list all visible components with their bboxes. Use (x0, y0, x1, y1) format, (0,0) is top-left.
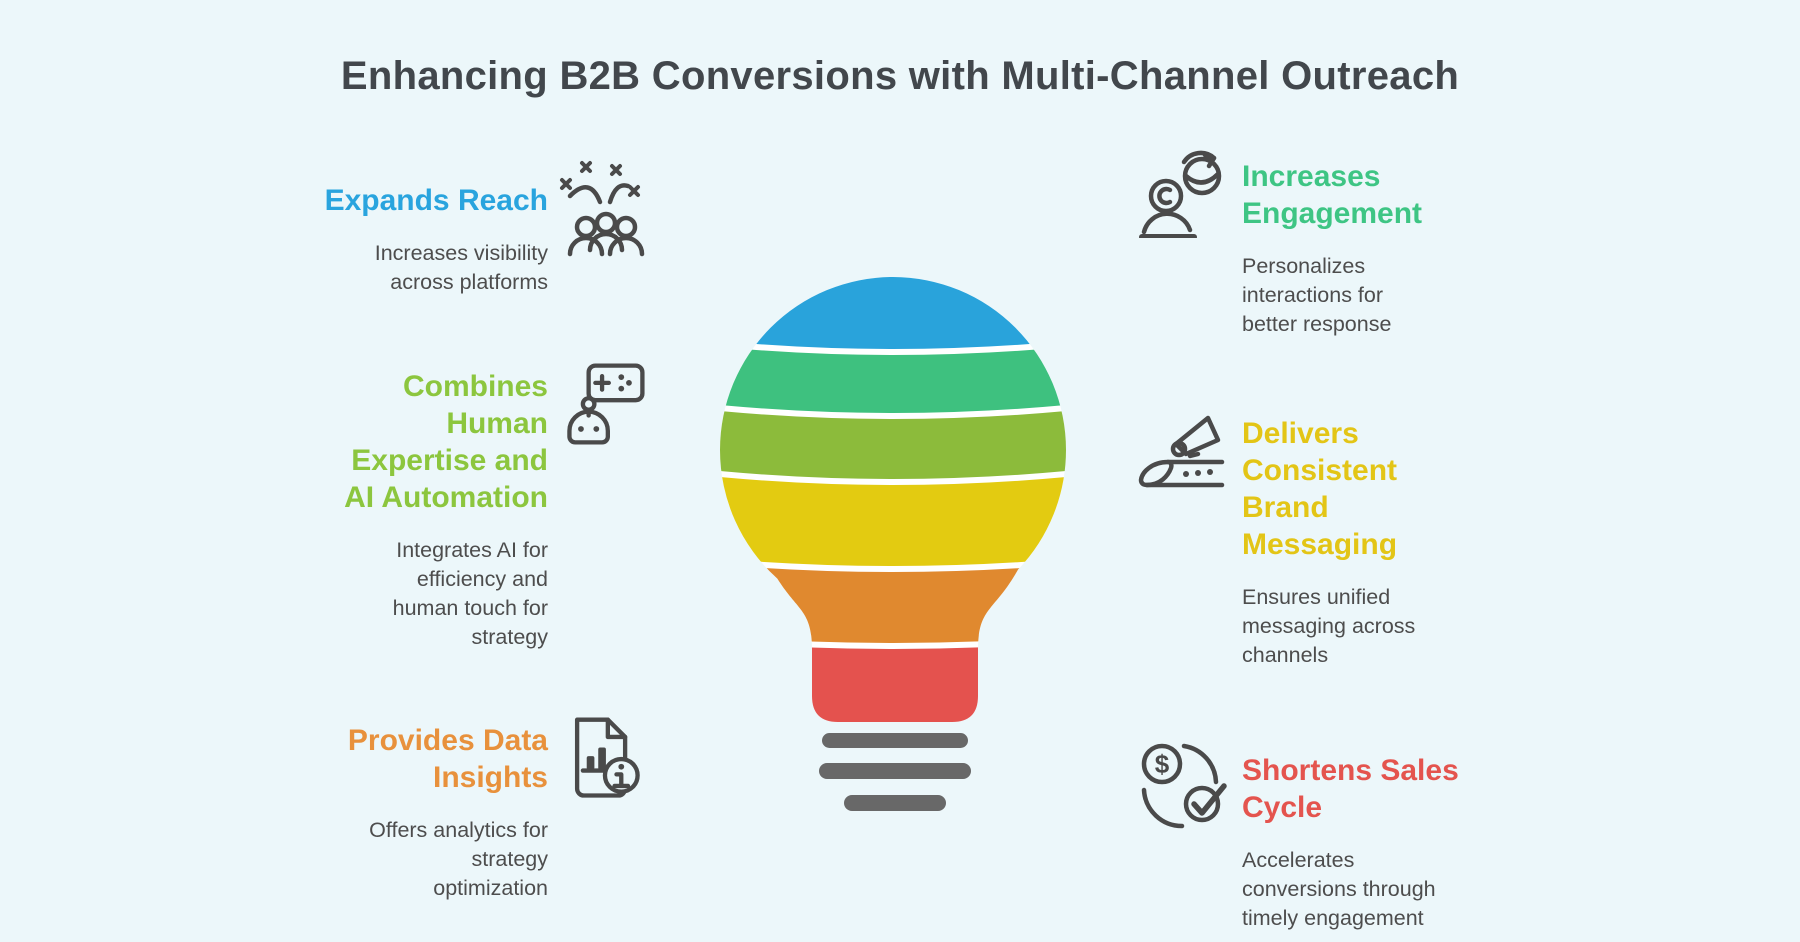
section-heading: Provides Data Insights (347, 724, 548, 794)
bulb-band-yellow (720, 474, 1066, 566)
bulb-band-blue (720, 277, 1066, 349)
people-confetti-icon (556, 158, 656, 263)
section-description: Personalizes interactions for better res… (1242, 254, 1392, 336)
section-shortens-sales-cycle: Shortens Sales Cycle Accelerates convers… (1242, 752, 1552, 933)
document-analytics-icon (556, 712, 652, 808)
section-description: Increases visibility across platforms (374, 241, 548, 294)
bulb-band-red (720, 640, 1066, 722)
robot-controller-icon (556, 356, 652, 452)
page-title: Enhancing B2B Conversions with Multi-Cha… (340, 54, 1460, 98)
dollar-glyph: $ (1155, 749, 1170, 779)
section-description: Ensures unified messaging across channel… (1242, 585, 1416, 667)
section-expands-reach: Expands Reach Increases visibility acros… (268, 182, 548, 297)
section-provides-data-insights: Provides Data Insights Offers analytics … (248, 722, 548, 903)
section-increases-engagement: Increases Engagement Personalizes intera… (1242, 158, 1522, 339)
dollar-cycle-icon: $ (1136, 740, 1228, 832)
section-heading: Expands Reach (324, 184, 548, 217)
section-combines-human-ai: Combines Human Expertise and AI Automati… (248, 368, 548, 652)
section-heading: Delivers Consistent Brand Messaging (1242, 417, 1398, 561)
section-heading: Shortens Sales Cycle (1242, 754, 1459, 824)
bulb-base (819, 733, 971, 811)
bulb-band-olive (720, 408, 1066, 479)
bulb-band-green (720, 344, 1066, 413)
section-heading: Increases Engagement (1242, 160, 1423, 230)
bulb-band-orange (720, 562, 1066, 643)
section-heading: Combines Human Expertise and AI Automati… (344, 370, 548, 514)
section-delivers-brand-messaging: Delivers Consistent Brand Messaging Ensu… (1242, 415, 1522, 670)
section-description: Integrates AI for efficiency and human t… (392, 538, 548, 649)
person-refresh-icon (1136, 148, 1226, 238)
section-description: Offers analytics for strategy optimizati… (369, 818, 548, 900)
megaphone-train-icon (1134, 404, 1230, 500)
lightbulb-graphic (720, 277, 1066, 811)
section-description: Accelerates conversions through timely e… (1242, 848, 1436, 930)
